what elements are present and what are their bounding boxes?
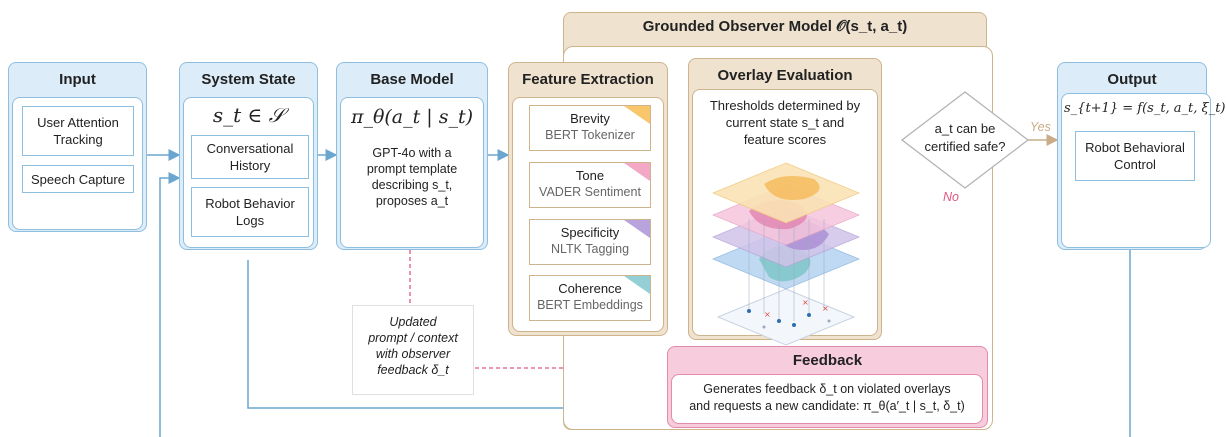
feedback-line-2: and requests a new candidate: π_θ(a′_t |… [689,399,965,413]
feature-coherence-tool: BERT Embeddings [537,298,643,312]
svg-text:×: × [764,310,771,319]
feature-extraction-panel: Feature Extraction Brevity BERT Tokenize… [508,62,668,336]
base-model-desc-4: proposes a_t [375,194,449,208]
svg-text:×: × [802,298,809,307]
base-model-desc: GPT-4o with a prompt template describing… [337,145,487,209]
system-state-panel: System State s_t ∈ 𝒮 Conversational Hist… [179,62,318,250]
yellow-layer [711,162,861,224]
base-model-panel: Base Model π_θ(a_t | s_t) GPT-4o with a … [336,62,488,250]
feature-tone-tool: VADER Sentiment [539,185,641,199]
system-state-formula: s_t ∈ 𝒮 [212,103,285,127]
output-formula: s_{t+1} = f(s_t, a_t, ξ_t) [1064,101,1226,116]
base-model-desc-3: describing s_t, [371,178,453,192]
feedback-inner [671,374,983,424]
feature-extraction-title: Feature Extraction [522,71,654,88]
overlay-line-3: feature scores [743,132,827,147]
overlay-desc: Thresholds determined by current state s… [689,97,881,148]
state-item-logs: Robot Behavior Logs [191,187,309,237]
feedback-title: Feedback [792,352,863,369]
feedback-text: Generates feedback δ_t on violated overl… [671,381,983,415]
svg-text:×: × [822,304,829,313]
decision-yes: Yes [1030,120,1051,134]
base-model-desc-2: prompt template [366,162,458,176]
arrow-state-to-feedback [247,260,669,414]
overlay-panel: Overlay Evaluation Thresholds determined… [688,58,882,346]
overlay-line-2: current state s_t and [725,115,845,130]
input-item-attention: User Attention Tracking [22,106,134,156]
feedback-line-1: Generates feedback δ_t on violated overl… [703,382,951,396]
input-title: Input [59,71,96,88]
updated-note-line-4: feedback δ_t [377,363,449,377]
feature-brevity: Brevity BERT Tokenizer [529,105,651,151]
feature-specificity-tool: NLTK Tagging [550,242,630,256]
feature-tone: Tone VADER Sentiment [529,162,651,208]
base-model-formula: π_θ(a_t | s_t) [350,106,474,128]
specificity-corner [624,220,650,238]
feedback-panel: Feedback Generates feedback δ_t on viola… [667,346,988,428]
grid-plate [716,288,856,346]
brevity-corner [624,106,650,124]
feature-brevity-name: Brevity [570,111,610,126]
feature-brevity-tool: BERT Tokenizer [545,128,635,142]
base-model-title: Base Model [370,71,454,88]
overlay-line-1: Thresholds determined by [709,98,861,113]
state-item-history: Conversational History [191,135,309,179]
base-model-inner [340,97,484,248]
updated-note-line-2: prompt / context [368,331,458,345]
decision-no: No [943,190,959,204]
output-panel: Output s_{t+1} = f(s_t, a_t, ξ_t) Robot … [1057,62,1226,250]
arrow-loop-return [159,172,181,437]
coherence-corner [624,276,650,294]
decision-line-1: a_t can be [934,121,996,136]
input-panel: Input User Attention Tracking Speech Cap… [8,62,147,232]
tone-corner [624,163,650,181]
updated-note-line-3: with observer [375,347,451,361]
feature-coherence-name: Coherence [558,281,622,296]
feature-tone-name: Tone [575,168,605,183]
system-state-title: System State [201,71,296,88]
overlay-illustration: × × × [711,162,861,346]
observer-title: Grounded Observer Model 𝒪(s_t, a_t) [642,18,908,35]
base-model-desc-1: GPT-4o with a [372,146,452,160]
feature-specificity: Specificity NLTK Tagging [529,219,651,265]
input-item-speech: Speech Capture [22,165,134,193]
decision-text: a_t can be certified safe? [905,120,1025,156]
feature-specificity-name: Specificity [560,225,620,240]
output-title: Output [1107,71,1157,88]
updated-note: Updated prompt / context with observer f… [352,305,474,395]
decision-line-2: certified safe? [924,139,1006,154]
decision-diamond [901,91,1029,189]
grid-points: × × × [747,298,831,329]
overlay-title: Overlay Evaluation [717,67,853,84]
output-item-control: Robot Behavioral Control [1075,131,1195,181]
feature-coherence: Coherence BERT Embeddings [529,275,651,321]
updated-note-line-1: Updated [389,315,437,329]
projection-lines [748,219,825,321]
